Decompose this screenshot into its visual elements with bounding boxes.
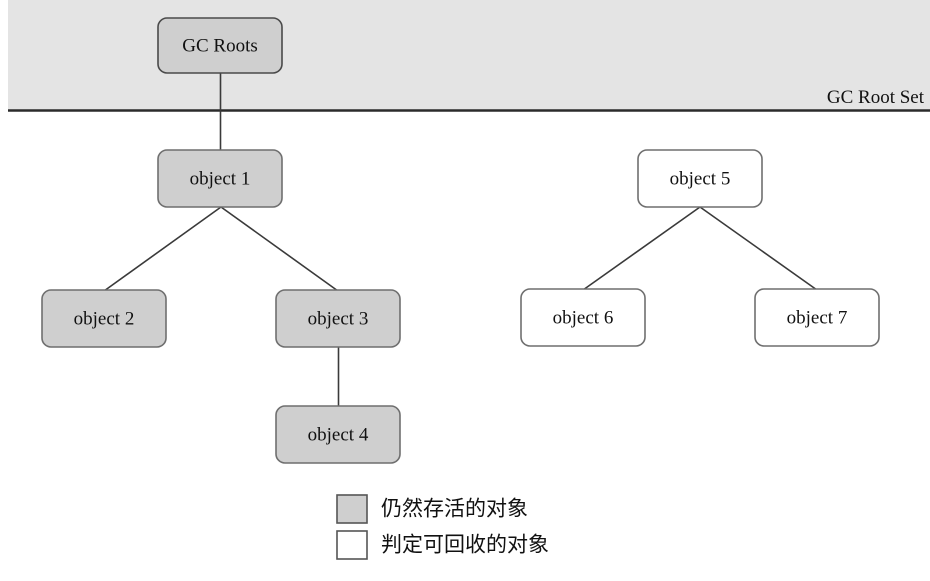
edge-object-1-object-3 [220, 206, 339, 292]
gc-root-set-label: GC Root Set [827, 87, 925, 108]
node-gc-roots-box[interactable] [157, 17, 283, 74]
node-gc-roots[interactable]: GC Roots [157, 17, 283, 74]
edge-object-5-object-7 [699, 206, 818, 291]
legend-item-collectable: 判定可回收的对象 [336, 530, 549, 560]
node-object-6-box[interactable] [520, 288, 646, 347]
node-object-3-box[interactable] [275, 289, 401, 348]
gc-root-set-band-fill [8, 0, 930, 110]
node-object-3[interactable]: object 3 [275, 289, 401, 348]
edge-object-1-object-2 [103, 206, 222, 292]
node-object-7[interactable]: object 7 [754, 288, 880, 347]
node-object-7-box[interactable] [754, 288, 880, 347]
node-object-3-label: object 3 [308, 308, 369, 329]
node-object-1-label: object 1 [190, 168, 251, 189]
node-object-6[interactable]: object 6 [520, 288, 646, 347]
legend-item-alive: 仍然存活的对象 [336, 494, 528, 524]
legend-label-alive: 仍然存活的对象 [381, 498, 528, 521]
node-object-2-box[interactable] [41, 289, 167, 348]
gc-root-set-band: GC Root Set [8, 0, 930, 112]
legend-swatch-collectable [336, 530, 368, 560]
edge-layer [103, 73, 818, 407]
node-object-1[interactable]: object 1 [157, 149, 283, 208]
node-object-2-label: object 2 [74, 308, 135, 329]
legend-swatch-alive [336, 494, 368, 524]
node-object-4[interactable]: object 4 [275, 405, 401, 464]
node-object-7-label: object 7 [787, 307, 848, 328]
node-object-4-label: object 4 [308, 424, 369, 445]
node-object-6-label: object 6 [553, 307, 614, 328]
node-object-5-label: object 5 [670, 168, 731, 189]
node-object-5-box[interactable] [637, 149, 763, 208]
node-object-5[interactable]: object 5 [637, 149, 763, 208]
node-object-2[interactable]: object 2 [41, 289, 167, 348]
legend: 仍然存活的对象 判定可回收的对象 [336, 494, 549, 560]
node-object-1-box[interactable] [157, 149, 283, 208]
legend-label-collectable: 判定可回收的对象 [381, 534, 549, 557]
edge-object-5-object-6 [582, 206, 701, 291]
node-object-4-box[interactable] [275, 405, 401, 464]
node-gc-roots-label: GC Roots [182, 35, 258, 56]
